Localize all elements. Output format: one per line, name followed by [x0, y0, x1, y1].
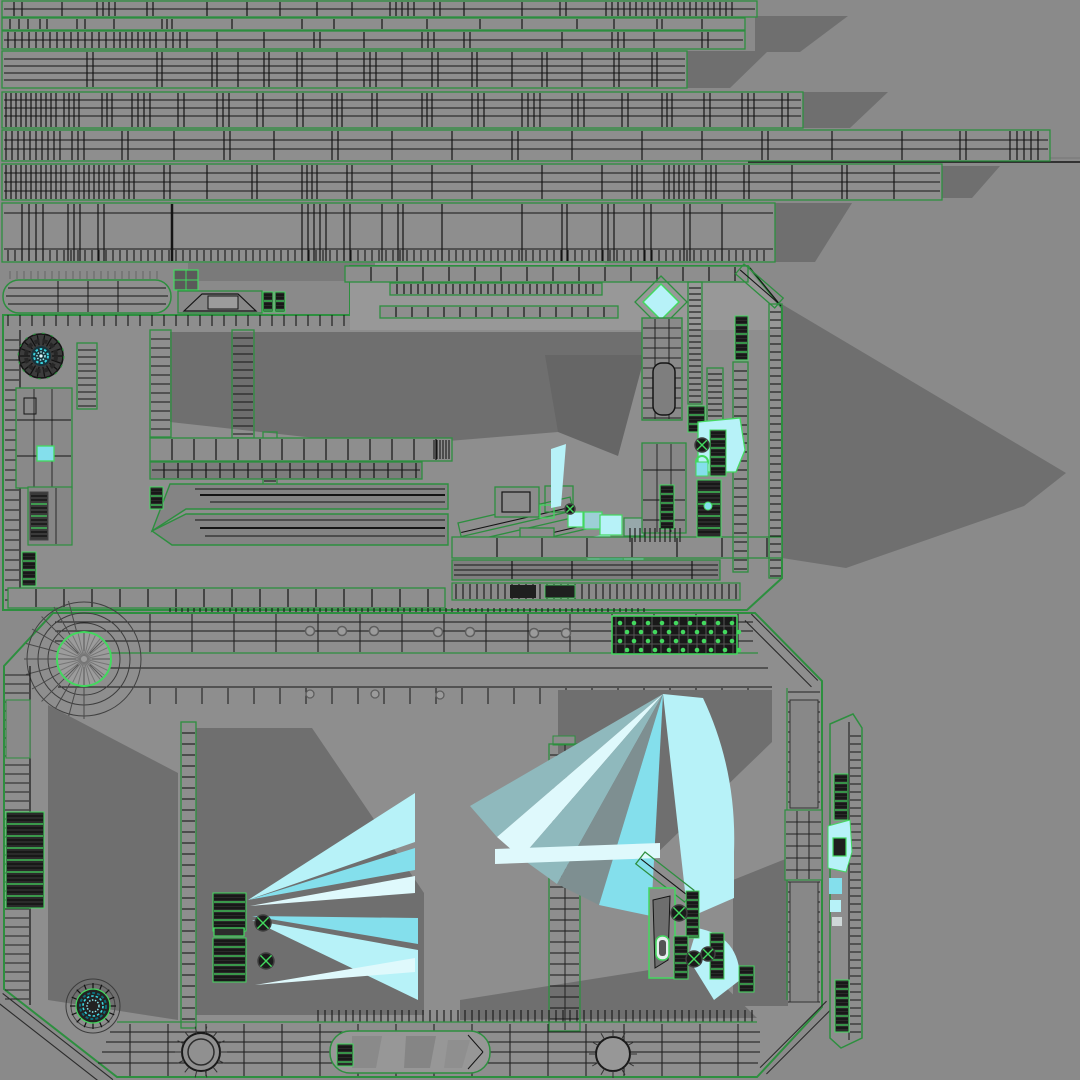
bottom-uv-island: [0, 600, 863, 1080]
middle-uv-island: [2, 263, 785, 617]
top-uv-strips: [1, 0, 1051, 263]
